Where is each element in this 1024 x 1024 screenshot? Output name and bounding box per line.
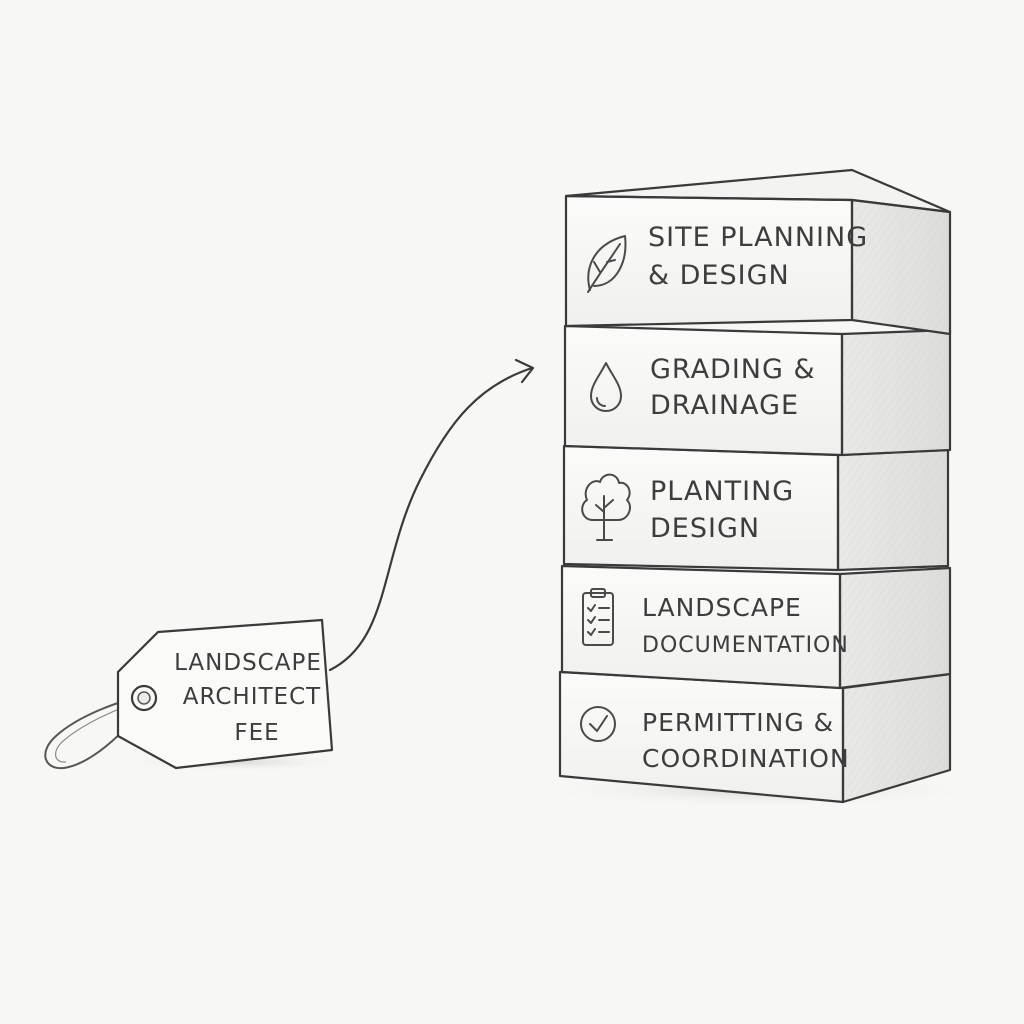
tag-label-line-3: FEE xyxy=(234,720,279,746)
block-side-hatch xyxy=(852,200,950,334)
block-label-line-1: PERMITTING & xyxy=(642,708,834,737)
leaf-icon xyxy=(587,235,627,293)
block-site-planning-design: SITE PLANNING & DESIGN xyxy=(564,168,952,336)
block-label-line-1: LANDSCAPE xyxy=(642,593,802,622)
tag-string xyxy=(44,695,149,770)
block-front xyxy=(565,326,842,455)
block-front xyxy=(566,196,852,326)
block-label-line-1: GRADING & xyxy=(650,354,816,385)
block-label-line-2: COORDINATION xyxy=(642,744,850,773)
block-label-line-1: PLANTING xyxy=(650,476,794,507)
block-label-line-2: & DESIGN xyxy=(648,260,790,291)
tag-label-line-2: ARCHITECT xyxy=(183,684,321,710)
block-label-line-2: DESIGN xyxy=(650,513,760,544)
block-front xyxy=(564,446,838,570)
block-top xyxy=(566,170,950,212)
tree-icon xyxy=(581,473,631,541)
block-label-line-2: DRAINAGE xyxy=(650,390,799,421)
block-permitting-coordination: PERMITTING & COORDINATION xyxy=(558,670,952,804)
tag-body xyxy=(116,618,334,770)
block-side-hatch xyxy=(842,330,950,455)
block-planting-design: PLANTING DESIGN xyxy=(562,444,950,572)
block-side-hatch xyxy=(838,450,948,570)
check-circle-icon xyxy=(580,706,616,742)
water-drop-icon xyxy=(590,362,622,412)
tag-hole-icon xyxy=(130,684,158,712)
block-front xyxy=(560,672,843,802)
block-landscape-documentation: LANDSCAPE DOCUMENTATION xyxy=(560,564,952,690)
block-side-hatch xyxy=(840,568,950,688)
block-label-line-2: DOCUMENTATION xyxy=(642,633,849,658)
price-tag: LANDSCAPE ARCHITECT FEE xyxy=(44,618,334,770)
block-side-hatch xyxy=(843,674,950,802)
block-grading-drainage: GRADING & DRAINAGE xyxy=(563,324,952,457)
block-front xyxy=(562,566,840,688)
block-label-line-1: SITE PLANNING xyxy=(648,222,868,253)
tag-label-line-1: LANDSCAPE xyxy=(174,650,322,676)
connector-arrow xyxy=(328,358,535,672)
clipboard-checklist-icon xyxy=(582,588,614,646)
